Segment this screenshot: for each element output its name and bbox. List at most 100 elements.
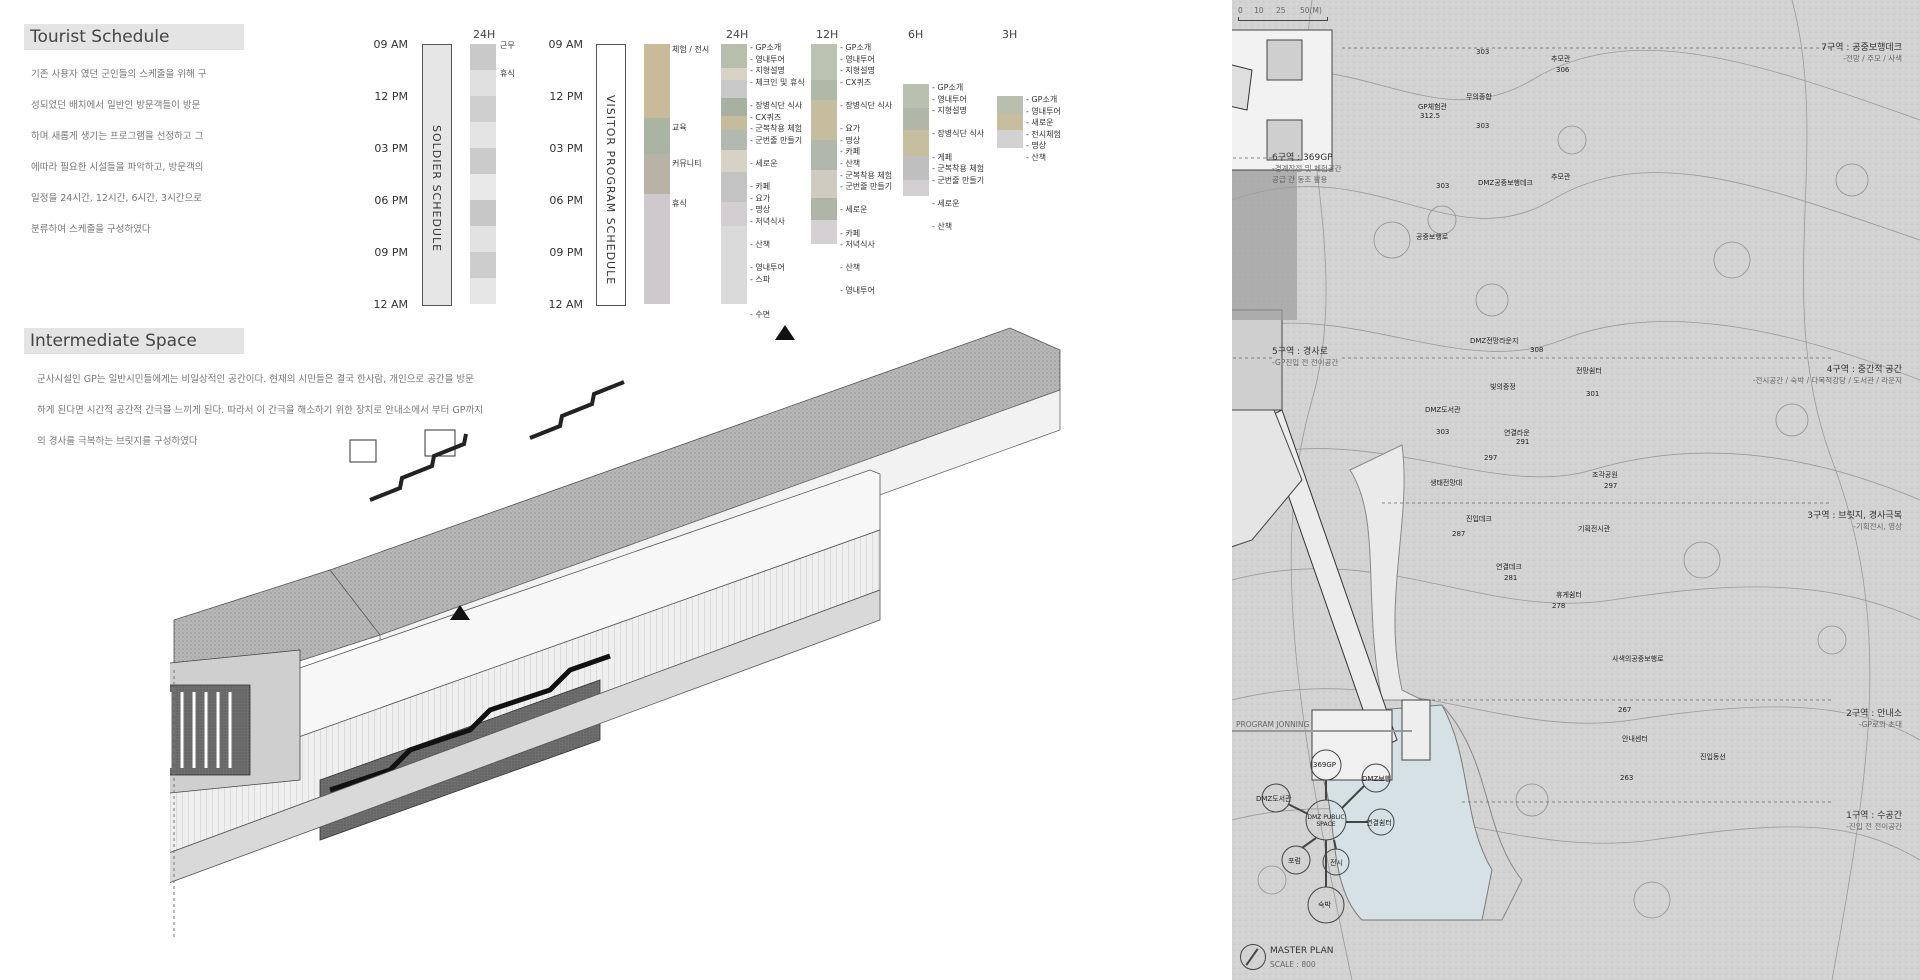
- ramp-shadow: [1232, 170, 1297, 320]
- north-arrow-icon: [1240, 944, 1266, 970]
- scale-tick: 25: [1276, 6, 1286, 15]
- program-item: - 저녁식사: [840, 240, 875, 250]
- elevation-marker: 303: [1476, 48, 1490, 56]
- scale-tick: 0: [1238, 6, 1243, 15]
- soldier-item-label: 휴식: [500, 69, 515, 78]
- gp-experience-hall: [1232, 64, 1253, 111]
- time-label: 09 PM: [374, 246, 408, 259]
- program-node: 연결쉼터: [1366, 819, 1392, 827]
- column-3h-labels: - GP소개 - 영내투어 - 새로운 - 전시체험 - 명상 - 산책: [1026, 94, 1061, 164]
- paragraph-line: 일정을 24시간, 12시간, 6시간, 3시간으로: [31, 193, 203, 204]
- program-item: - GP소개: [750, 43, 782, 52]
- trees: [1257, 125, 1869, 919]
- time-label: 06 PM: [374, 194, 408, 207]
- program-item: [750, 146, 805, 158]
- time-label: 03 PM: [549, 142, 583, 155]
- memorial-hall: [1266, 39, 1303, 81]
- head-3h: 3H: [1002, 28, 1018, 41]
- elevation-marker: 306: [1556, 66, 1570, 74]
- master-plan-title: MASTER PLAN: [1270, 946, 1334, 956]
- time-label: 12 PM: [374, 90, 408, 103]
- program-item: - GP소개: [840, 43, 872, 52]
- program-item: [840, 193, 892, 205]
- program-item: - 산책: [1026, 152, 1047, 162]
- program-item: - 세로운: [932, 198, 960, 208]
- zone-5-label: 5구역 : 경사로 -GP진입 전 전이공간: [1272, 344, 1452, 368]
- program-item: - 산책: [840, 263, 861, 273]
- zone-desc: -진입 전 전이공간: [1846, 822, 1902, 831]
- time-label: 06 PM: [549, 194, 583, 207]
- category-label: 커뮤니티: [672, 159, 702, 168]
- program-item: - GP소개: [932, 83, 964, 92]
- building-label: 조각공원: [1592, 471, 1618, 479]
- zone-desc: -전망 / 주모 / 사색: [1843, 54, 1902, 63]
- zone-name: 6구역 : 369GP: [1272, 153, 1333, 163]
- column-24h-bar: [721, 44, 747, 304]
- program-item: [932, 210, 984, 222]
- program-item: - 지형설명: [840, 66, 875, 76]
- axonometric-bridge-drawing: [170, 325, 1061, 940]
- visitor-schedule-label: VISITOR PROGRAM SCHEDULE: [604, 95, 617, 286]
- program-item: - 군번줄 만들기: [750, 135, 803, 145]
- program-node: DMZ보행: [1362, 775, 1392, 783]
- category-column: [644, 44, 670, 304]
- lower-building-top: [170, 469, 881, 784]
- program-item: - 카페: [840, 228, 861, 238]
- program-item: - 군복착용 체험: [932, 164, 985, 174]
- program-item: [750, 228, 805, 240]
- time-label: 12 AM: [548, 298, 583, 311]
- head-12h: 12H: [816, 28, 839, 41]
- paragraph-line: 의 경사를 극복하는 브릿지를 구성하였다: [37, 436, 198, 447]
- building-label: 공중보행로: [1416, 233, 1449, 241]
- direction-arrow: [450, 605, 470, 620]
- category-label: 체험 / 전시: [672, 45, 710, 54]
- time-label: 09 AM: [548, 38, 583, 51]
- building-label: 생태전망대: [1430, 479, 1463, 487]
- zone-2-label: 2구역 : 안내소 -GP로의 초대: [1722, 706, 1902, 730]
- program-node: 포럼: [1288, 857, 1301, 865]
- program-node: DMZ PUBLIC SPACE: [1307, 814, 1345, 828]
- zone-6-label: 6구역 : 369GP -경계작전 및 체험공간 공급 간 동조 활용: [1272, 150, 1452, 185]
- paragraph-line: 성되었던 배치에서 일반인 방문객들이 방문: [31, 100, 201, 111]
- building-label: 연결라운: [1504, 429, 1530, 437]
- program-item: - 지형설명: [750, 66, 785, 76]
- elevation-marker: 303: [1436, 182, 1450, 190]
- soldier-24h-head: 24H: [473, 28, 496, 41]
- program-item: - 영내투어: [840, 54, 875, 64]
- paragraph-line: 분류하여 스케줄을 구성하였다: [31, 224, 151, 235]
- upper-stair: [529, 380, 625, 440]
- program-item: - 요가: [840, 124, 861, 134]
- zone-leaders: [1232, 47, 1832, 803]
- elevation-marker: 301: [1586, 390, 1600, 398]
- program-item: - 전시체험: [1026, 129, 1061, 139]
- program-item: - 산책: [750, 240, 771, 250]
- program-item: - 군복착용 체험: [840, 170, 893, 180]
- program-item: - 영내투어: [750, 54, 785, 64]
- column-3h-bar: [997, 96, 1023, 148]
- program-item: [840, 216, 892, 228]
- program-item: - 군복착용 체험: [750, 124, 803, 134]
- building-label: 무의종합: [1466, 93, 1492, 101]
- elevation-marker: 308: [1530, 346, 1544, 354]
- building-label: 안내센터: [1622, 735, 1648, 743]
- building-label: 추모관: [1551, 55, 1571, 63]
- master-plan-scale: SCALE : 800: [1270, 960, 1316, 969]
- zone-1-label: 1구역 : 수공간 -진입 전 전이공간: [1722, 808, 1902, 832]
- category-label: 휴식: [672, 199, 687, 208]
- program-item: [840, 251, 892, 263]
- elevation-marker: 303: [1436, 428, 1450, 436]
- program-item: - 군번줄 만들기: [840, 182, 893, 192]
- program-item: - 장병식단 식사: [840, 100, 893, 110]
- scale-tick: 50(M): [1300, 6, 1322, 15]
- paragraph-line: 군사시설인 GP는 일반시민들에게는 비일상적인 공간이다. 현재의 시민들은 …: [37, 374, 474, 385]
- program-item: - 영내투어: [932, 94, 967, 104]
- program-jonning-title: PROGRAM JONNING: [1236, 720, 1310, 729]
- contour-lines: [1232, 0, 1920, 980]
- scale-tick: 10: [1254, 6, 1264, 15]
- building-label: 기획전시관: [1578, 525, 1611, 533]
- building-label: 사색의공중보행로: [1612, 655, 1664, 663]
- elevation-marker: 263: [1620, 774, 1634, 782]
- head-24h: 24H: [726, 28, 749, 41]
- program-item: [750, 251, 805, 263]
- program-item: [750, 285, 805, 297]
